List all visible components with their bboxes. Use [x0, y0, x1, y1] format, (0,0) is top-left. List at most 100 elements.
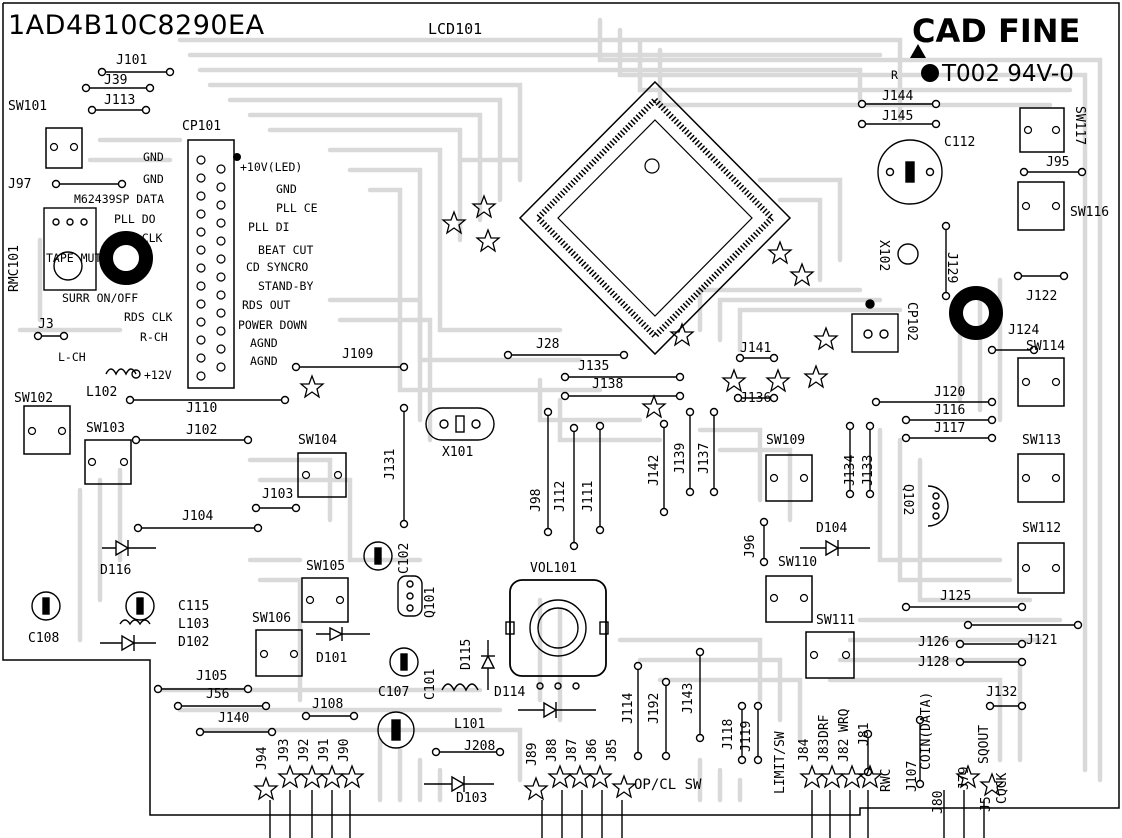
- jumper-label: J116: [934, 403, 966, 418]
- jumper-label: J102: [186, 423, 218, 438]
- jumper-label: J39: [104, 73, 128, 88]
- switch-label: SW103: [86, 421, 126, 436]
- cp101-left-pin: PLL DO: [114, 212, 156, 226]
- jumper-label: J125: [940, 589, 972, 604]
- component-label: X101: [442, 445, 474, 460]
- board-outline: [2, 2, 1120, 816]
- jumper-label: J94: [255, 746, 270, 770]
- cp101-right-pin: RDS OUT: [242, 298, 291, 312]
- jumper-label: J134: [843, 454, 858, 486]
- board-part-number: 1AD4B10C8290EA: [8, 10, 265, 41]
- cp101-right-pin: GND: [276, 182, 297, 196]
- cp101-left-pin: TAPE MUTE: [46, 251, 109, 265]
- jumper-label: J142: [647, 454, 662, 486]
- jumper-label: J85: [605, 738, 620, 762]
- component-label: RMC101: [7, 245, 22, 292]
- jumper-label: J87: [565, 738, 580, 762]
- cert-label: T002 94V-0: [942, 61, 1074, 87]
- jumper-label: J101: [116, 53, 148, 68]
- jumper-label: J108: [312, 697, 344, 712]
- component-label: D102: [178, 635, 210, 650]
- switch-label: SW106: [252, 611, 292, 626]
- jumper-label: J80: [931, 790, 946, 814]
- component-label: Q101: [423, 586, 438, 618]
- jumper-label: J128: [918, 655, 950, 670]
- jumper-label: J98: [529, 488, 544, 512]
- jumper-label: J109: [342, 347, 374, 362]
- edge-leads: [269, 790, 985, 838]
- jumper-label: J79: [957, 766, 972, 790]
- cp101-left-pin: R-CH: [140, 330, 168, 344]
- jumper-label: J28: [536, 337, 560, 352]
- switch-footprints: [23, 107, 1065, 679]
- edge-signal-label: LIMIT/SW: [773, 731, 788, 794]
- component-label: C102: [397, 542, 412, 574]
- jumper-label: J83: [817, 738, 832, 762]
- switch-label: SW112: [1022, 521, 1062, 536]
- cp101-right-pin: CD SYNCRO: [246, 260, 309, 274]
- jumper-label: J112: [553, 480, 568, 512]
- cp101-left-pin: PLL CLK: [114, 231, 163, 245]
- cp101-right-pin: BEAT CUT: [258, 243, 314, 257]
- jumper-label: J139: [673, 442, 688, 474]
- switch-label: SW101: [8, 99, 48, 114]
- jumper-label: J96: [743, 534, 758, 558]
- jumper-label: J92: [297, 738, 312, 762]
- jumper-label: J97: [8, 177, 32, 192]
- jumper-label: J131: [383, 448, 398, 480]
- jumper-label: J138: [592, 377, 624, 392]
- edge-signal-label: SQOUT: [977, 724, 992, 764]
- jumper-label: J118: [721, 718, 736, 750]
- cp101-label: CP101: [182, 119, 222, 134]
- component-label: C112: [944, 135, 976, 150]
- component-label: Q102: [900, 484, 915, 516]
- jumper-label: J124: [1008, 323, 1040, 338]
- jumper-label: J86: [585, 738, 600, 762]
- component-label: D104: [816, 521, 848, 536]
- cp101-right-pin: PLL CE: [276, 201, 318, 215]
- switch-label: SW109: [766, 433, 806, 448]
- component-label: L103: [178, 617, 210, 632]
- jumper-label: J208: [464, 739, 496, 754]
- cp101-right-pin: AGND: [250, 336, 278, 350]
- jumper-label: J135: [578, 359, 610, 374]
- component-label: D116: [100, 563, 132, 578]
- jumper-label: J126: [918, 635, 950, 650]
- jumper-label: J144: [882, 89, 914, 104]
- jumper-label: J113: [104, 93, 136, 108]
- cp101-right-pin: PLL DI: [248, 220, 290, 234]
- warning-triangle-icon: [910, 44, 926, 58]
- jumper-label: J95: [1046, 155, 1070, 170]
- jumper-label: J137: [697, 442, 712, 474]
- edge-signal-label: OP/CL SW: [634, 777, 702, 793]
- switch-label: SW111: [816, 613, 856, 628]
- component-label: L101: [454, 717, 486, 732]
- switch-label: SW113: [1022, 433, 1062, 448]
- edge-signal-label: WRQ: [837, 708, 852, 732]
- jumper-label: J141: [740, 341, 772, 356]
- cp101-left-pin: L-CH: [58, 350, 86, 364]
- jumper-label: J120: [934, 385, 966, 400]
- cp101-left-pin: M62439SP DATA: [74, 192, 165, 206]
- component-label: C108: [28, 631, 60, 646]
- cp101-right-pin: AGND: [250, 354, 278, 368]
- component-label: C101: [423, 668, 438, 700]
- jumper-label: J90: [337, 738, 352, 762]
- cp101-left-pin: SURR ON/OFF: [62, 291, 139, 305]
- jumper-label: J121: [1026, 633, 1058, 648]
- jumper-label: J105: [196, 669, 228, 684]
- component-label: CP102: [904, 302, 919, 342]
- mounting-hole-right: [949, 286, 1003, 340]
- jumper-label: J3: [38, 317, 54, 332]
- jumper-wires: [33, 67, 1087, 789]
- cp101-left-pin: RDS CLK: [124, 310, 173, 324]
- jumper-label: J82: [837, 738, 852, 762]
- jumper-label: J110: [186, 401, 218, 416]
- jumper-label: J84: [797, 738, 812, 762]
- edge-signal-label: CQCK: [995, 772, 1010, 804]
- lcd-label: LCD101: [428, 20, 483, 38]
- jumper-label: J89: [525, 742, 540, 766]
- jumper-label: J81: [857, 722, 872, 746]
- jumper-label: J114: [621, 692, 636, 724]
